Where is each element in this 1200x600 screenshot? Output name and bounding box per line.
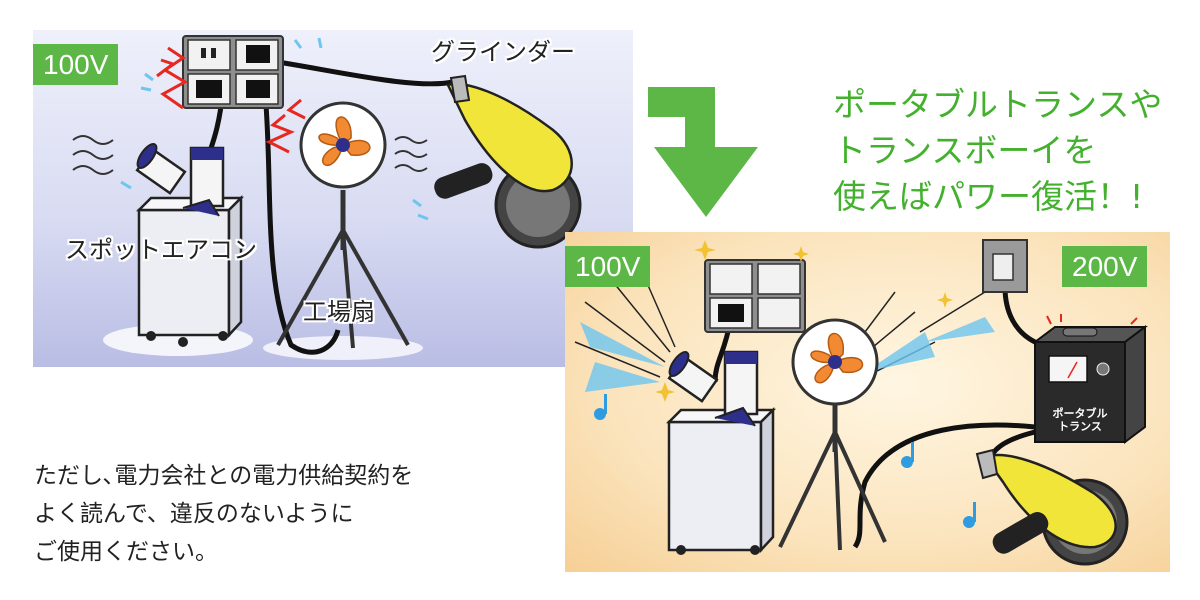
voltage-badge-200v: 200V <box>1062 246 1148 287</box>
down-arrow-icon <box>648 87 758 217</box>
spot-aircon-icon <box>665 350 777 555</box>
factory-fan-icon <box>276 101 428 349</box>
power-cord <box>264 57 454 87</box>
factory-fan-icon <box>778 318 887 551</box>
headline-line-2: トランスボーイを <box>833 131 1097 170</box>
spot-aircon-icon <box>72 135 245 347</box>
disclaimer-line-3: ご使用ください。 <box>34 539 218 565</box>
spark-icon <box>156 46 306 154</box>
right-scene-illustration <box>574 239 1148 566</box>
breeze-mark <box>120 37 429 221</box>
voltage-badge-100v: 100V <box>565 246 651 287</box>
transformer-label-line-2: トランス <box>1058 420 1102 433</box>
right-scene-panel: ポータブル トランス 100V 200V <box>565 232 1170 572</box>
outlet-icon <box>182 35 284 109</box>
disclaimer-line-1: ただし､電力会社との電力供給契約を <box>34 463 414 489</box>
outlet-icon <box>704 259 806 333</box>
left-scene-illustration <box>72 35 582 360</box>
spot-aircon-label: スポットエアコン <box>65 236 257 264</box>
wall-switch-icon <box>982 239 1028 293</box>
power-cord <box>1002 286 1037 345</box>
power-cord <box>262 91 341 355</box>
transformer-icon <box>1032 314 1148 444</box>
burst-fill <box>580 317 995 392</box>
disclaimer-line-2: よく読んで、違反のないように <box>34 501 354 527</box>
floor-shadow <box>263 336 423 360</box>
music-note-icon <box>594 394 976 528</box>
headline-line-1: ポータブルトランスや <box>833 85 1163 124</box>
grinder-icon <box>434 74 582 249</box>
left-scene-panel: 100V グラインダー スポットエアコン 工場扇 <box>33 30 633 367</box>
grinder-icon <box>975 448 1129 566</box>
headline: ポータブルトランスや トランスボーイを 使えばパワー復活！! <box>833 82 1193 220</box>
voltage-badge-100v: 100V <box>33 44 119 85</box>
transformer-label-line-1: ポータブル <box>1052 407 1108 420</box>
headline-line-3: 使えばパワー復活！! <box>833 177 1144 216</box>
factory-fan-label: 工場扇 <box>303 298 375 326</box>
sparkle-mark <box>655 240 953 402</box>
transformer-label: ポータブル トランス <box>1040 407 1120 433</box>
disclaimer-text: ただし､電力会社との電力供給契約を よく読んで、違反のないように ご使用ください… <box>34 457 504 571</box>
grinder-label: グラインダー <box>431 38 575 66</box>
power-cord <box>852 422 1036 549</box>
